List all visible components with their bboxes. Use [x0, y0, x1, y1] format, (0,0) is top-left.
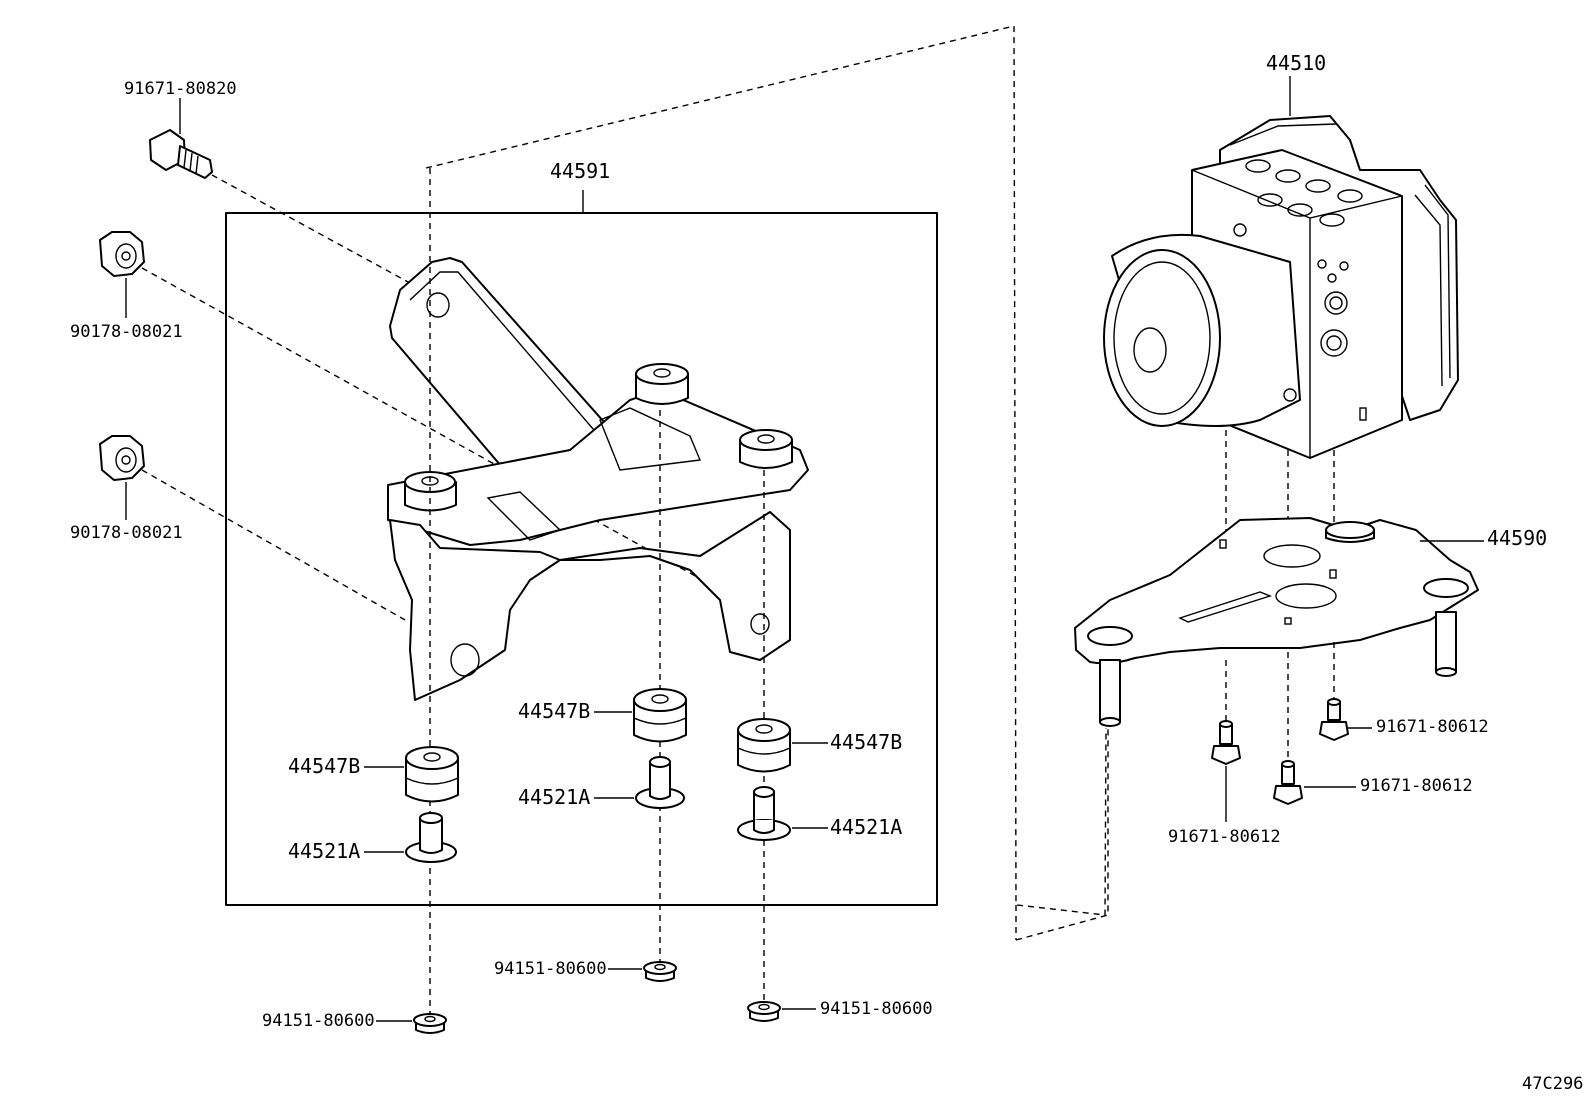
bracket-assembly-box — [225, 212, 938, 906]
label-actuator-bracket: 44590 — [1487, 526, 1547, 550]
collar-44521a-right — [737, 786, 791, 841]
bolt-91671-80612-c — [1273, 760, 1303, 805]
nut-94151-80600-mid — [643, 961, 677, 982]
label-bolt-right-c: 91671-80612 — [1360, 776, 1473, 796]
bolt-91671-80820 — [149, 129, 213, 179]
bracket-44591 — [387, 257, 809, 701]
label-nut-bottom-left: 94151-80600 — [262, 1011, 375, 1031]
label-nut-bottom-mid: 94151-80600 — [494, 959, 607, 979]
diagram-code: 47C296 — [1522, 1074, 1583, 1094]
label-nut-90178-08021-upper: 90178-08021 — [70, 322, 183, 342]
collar-44521a-left — [405, 812, 457, 863]
label-actuator: 44510 — [1266, 51, 1326, 75]
label-cushion-left: 44547B — [288, 754, 360, 778]
label-collar-mid: 44521A — [518, 785, 590, 809]
nut-94151-80600-right — [747, 1001, 781, 1022]
label-collar-left: 44521A — [288, 839, 360, 863]
label-nut-90178-08021-lower: 90178-08021 — [70, 523, 183, 543]
label-cushion-right: 44547B — [830, 730, 902, 754]
label-nut-bottom-right: 94151-80600 — [820, 999, 933, 1019]
label-bolt-right-a: 91671-80612 — [1376, 717, 1489, 737]
nut-90178-08021-upper — [99, 231, 145, 277]
bolt-91671-80612-b — [1211, 720, 1241, 765]
nut-94151-80600-left — [413, 1013, 447, 1034]
cushion-44547b-mid — [633, 688, 687, 743]
actuator-44510 — [1103, 115, 1459, 459]
label-bolt-91671-80820: 91671-80820 — [124, 79, 237, 99]
label-bolt-right-b: 91671-80612 — [1168, 827, 1281, 847]
cushion-44547b-left — [405, 746, 459, 803]
bracket-44590 — [1074, 517, 1479, 727]
label-collar-right: 44521A — [830, 815, 902, 839]
collar-44521a-mid — [635, 756, 685, 809]
nut-90178-08021-lower — [99, 435, 145, 481]
label-bracket-assembly: 44591 — [550, 159, 610, 183]
bolt-91671-80612-a — [1319, 698, 1349, 741]
cushion-44547b-right — [737, 718, 791, 773]
label-cushion-mid: 44547B — [518, 699, 590, 723]
